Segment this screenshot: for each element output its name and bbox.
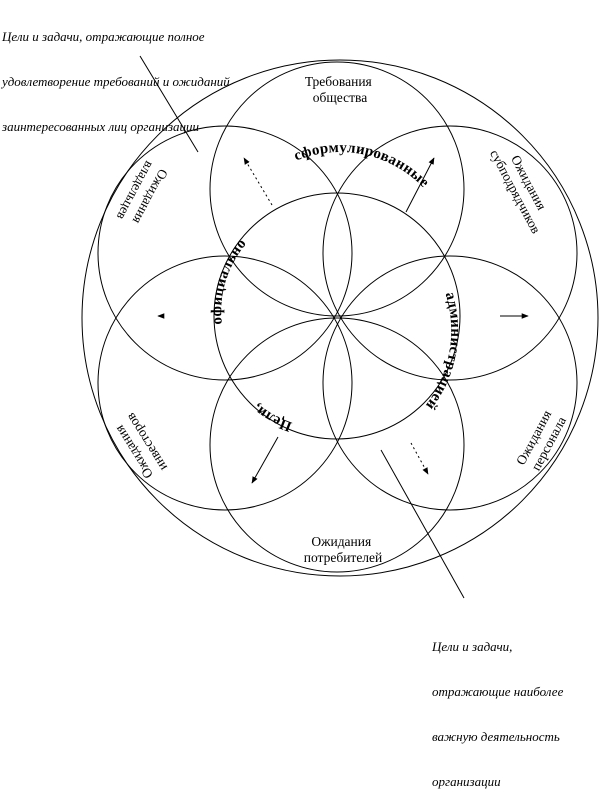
arrow-consumers — [251, 436, 279, 484]
petal-circle-owners — [97, 125, 353, 381]
petal-circle-personnel — [322, 255, 578, 511]
note-bottom-line-3: важную деятельность — [432, 729, 560, 744]
leader-line-top — [139, 55, 199, 153]
center-word-officially: официально — [209, 236, 250, 326]
leader-line-bottom — [380, 449, 465, 599]
center-word-goals: Цели, — [250, 400, 294, 434]
arrow-suppliers — [405, 157, 435, 213]
note-top-line-3: заинтересованных лиц организации — [2, 119, 200, 134]
arrow-consumers-side — [410, 442, 429, 475]
label-consumers-line-2: потребителей — [304, 550, 383, 565]
label-society: Требования общества — [305, 74, 375, 105]
label-suppliers: Ожидания субподрядчиков — [487, 140, 558, 236]
label-consumers-line-1: Ожидания — [311, 534, 371, 549]
petal-circle-society — [209, 61, 465, 317]
note-bottom-line-4: организации — [432, 774, 501, 789]
label-society-line-1: Требования — [305, 74, 372, 89]
note-bottom-line-2: отражающие наиболее — [432, 684, 564, 699]
petal-circle-investors — [97, 255, 353, 511]
label-investors: Ожидания инвесторов — [109, 410, 170, 482]
note-top-line-2: удовлетворение требований и ожиданий — [2, 74, 230, 89]
goals-diagram: Требования общества Ожидания субподрядчи… — [81, 55, 599, 599]
center-word-formulated: сформулированные — [292, 140, 432, 191]
arrow-owners — [243, 157, 273, 206]
note-top-line-1: Цели и задачи, отражающие полное — [2, 29, 205, 44]
note-bottom-line-1: Цели и задачи, — [432, 639, 513, 654]
note-complete-satisfaction: Цели и задачи, отражающие полное удовлет… — [2, 0, 230, 149]
label-personnel: Ожидания персонала — [513, 405, 570, 475]
center-word-administration: администрацией — [422, 290, 463, 413]
label-owners: Ожидания владельцев — [114, 159, 172, 230]
petal-circle-suppliers — [322, 125, 578, 381]
label-consumers: Ожидания потребителей — [304, 534, 383, 565]
petal-circle-consumers — [209, 317, 465, 573]
label-society-line-2: общества — [313, 90, 367, 105]
outer-circle — [81, 59, 599, 577]
